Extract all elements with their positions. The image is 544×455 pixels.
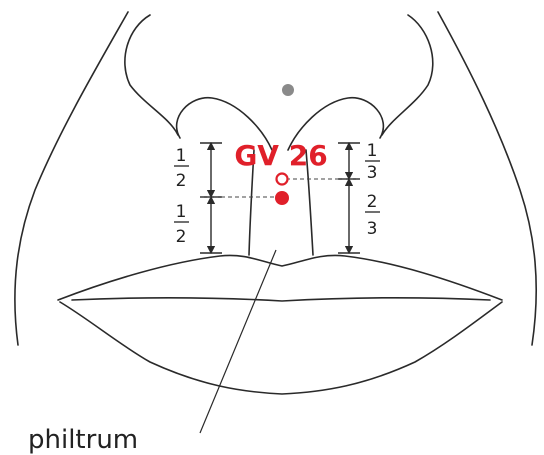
right-upper-numerator: 1 — [367, 141, 378, 161]
right-lower-fraction: 2 3 — [365, 192, 380, 239]
lip-line — [72, 298, 490, 301]
left-upper-fraction: 1 2 — [174, 146, 189, 191]
gv26-label: GV 26 — [234, 139, 327, 172]
right-lower-numerator: 2 — [367, 192, 378, 212]
lower-lip — [60, 302, 502, 394]
left-upper-numerator: 1 — [176, 146, 187, 166]
philtrum-caption: philtrum — [28, 425, 138, 455]
midpoint-marker — [275, 191, 289, 205]
right-upper-denominator: 3 — [367, 163, 378, 183]
left-upper-denominator: 2 — [176, 171, 187, 191]
nose-tip-dot — [282, 84, 294, 96]
face-outline — [15, 12, 536, 394]
philtrum-leader-line — [200, 250, 276, 433]
right-lower-denominator: 3 — [367, 219, 378, 239]
left-lower-fraction: 1 2 — [174, 202, 189, 247]
right-scale — [338, 143, 360, 253]
left-scale — [200, 143, 222, 253]
upper-lip-outer — [58, 255, 502, 300]
right-upper-fraction: 1 3 — [365, 141, 380, 183]
gv26-point-marker — [277, 174, 288, 185]
left-lower-numerator: 1 — [176, 202, 187, 222]
left-lower-denominator: 2 — [176, 227, 187, 247]
nose-left-side — [125, 15, 178, 135]
nose-right-side — [382, 15, 433, 135]
